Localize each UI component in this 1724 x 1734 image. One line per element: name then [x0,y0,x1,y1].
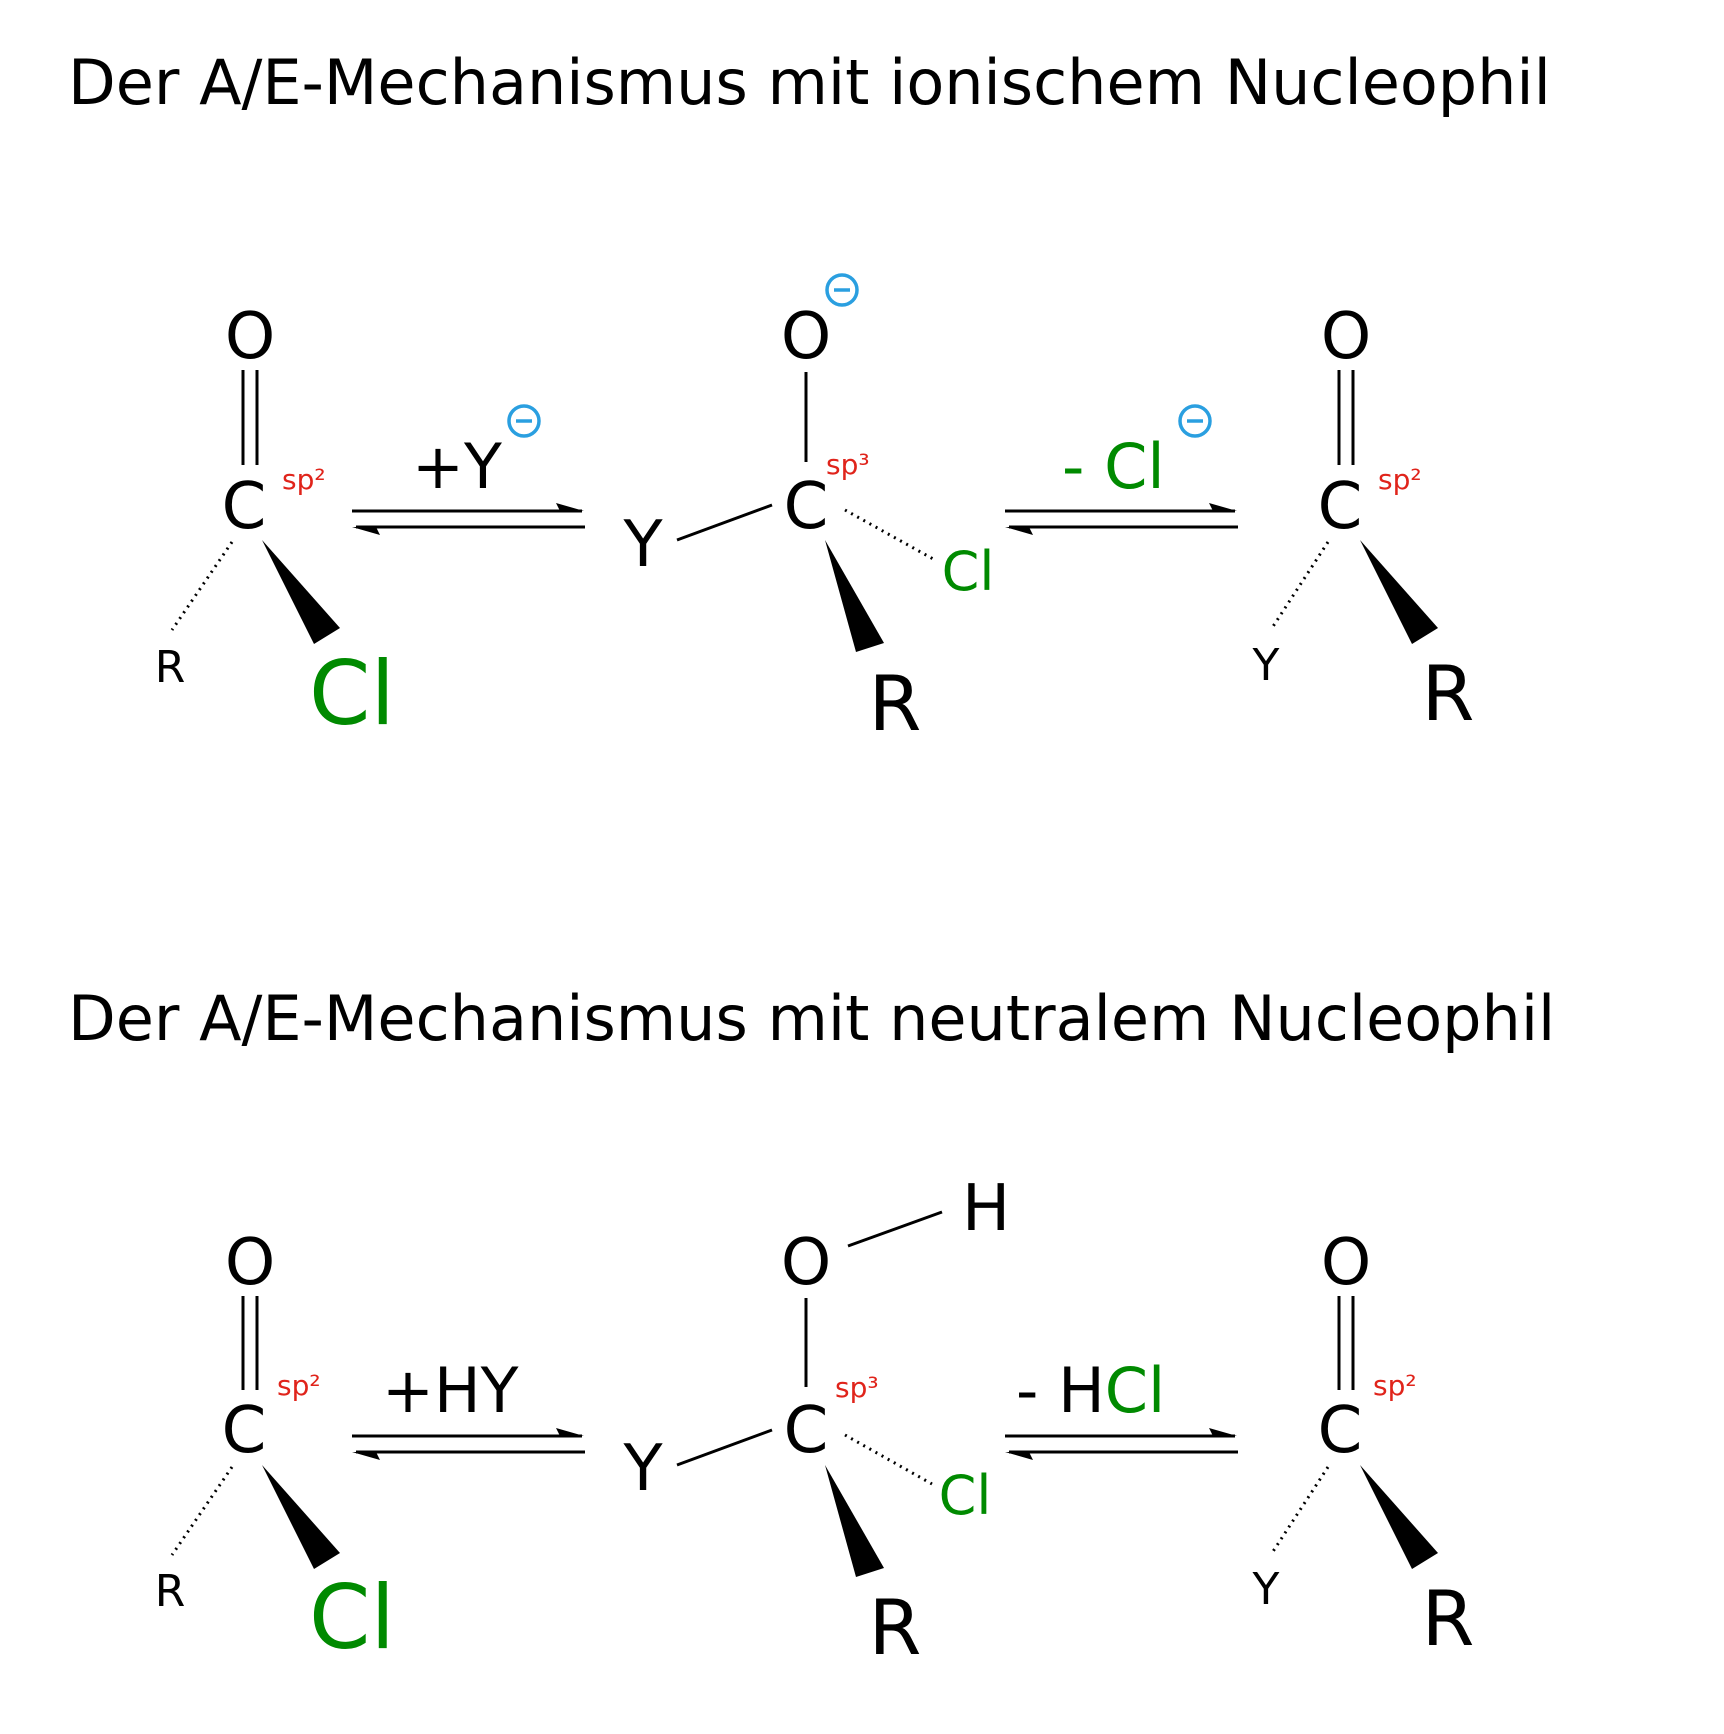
intermediate-oxygen: O [781,1226,831,1300]
intermediate-molecule: O H C sp³ Y Cl R [622,1172,1010,1672]
intermediate-cl: Cl [939,1464,992,1527]
reactant-carbon: C [222,470,267,544]
step2-reagent-cl: Cl [1104,430,1165,503]
intermediate-carbon: C [784,1394,829,1468]
reactant-wedge-bond [262,1465,340,1569]
product-wedge-bond [1360,1465,1438,1569]
product-molecule: O C sp² Y R [1252,1226,1475,1663]
intermediate-oxygen: O [781,300,831,374]
equilibrium-arrows-icon [1005,503,1238,535]
intermediate-y: Y [622,508,663,582]
negative-charge-circle-icon [825,273,859,307]
step2-reagent: - Cl [1062,430,1165,503]
intermediate-o-h-bond [847,1210,943,1248]
step2-reagent-cl: Cl [1105,1354,1166,1427]
intermediate-hydrogen: H [962,1172,1010,1246]
step2-reagent-prefix: - H [1016,1354,1105,1427]
product-wedge-bond [1360,540,1438,644]
reactant-hybridization: sp² [282,463,326,496]
product-hybridization: sp² [1378,463,1422,496]
intermediate-r: R [869,659,922,748]
product-dashed-bond [1270,541,1330,629]
reactant-cl: Cl [309,1566,395,1669]
negative-charge-circle-icon [507,404,541,438]
intermediate-wedge-bond [825,1465,884,1577]
intermediate-r: R [869,1583,922,1672]
product-r: R [1422,1574,1475,1663]
intermediate-hybridization: sp³ [826,448,870,481]
intermediate-dashed-bond [844,508,936,562]
reactant-molecule: O C sp² R Cl [155,300,395,745]
product-oxygen: O [1321,300,1371,374]
equilibrium-arrows-icon [1005,1428,1238,1460]
product-y: Y [1252,640,1280,691]
reactant-wedge-bond [262,540,340,644]
intermediate-y: Y [622,1432,663,1506]
product-dashed-bond [1270,1466,1330,1554]
negative-charge-circle-icon [1178,404,1212,438]
reactant-dashed-bond [170,1466,234,1556]
intermediate-hybridization: sp³ [835,1371,879,1404]
reactant-hybridization: sp² [277,1369,321,1402]
intermediate-wedge-bond [825,540,884,652]
step1-reagent: +HY [382,1354,519,1427]
intermediate-y-c-bond [676,503,773,542]
intermediate-y-c-bond [676,1428,773,1467]
reactant-cl: Cl [309,642,395,745]
intermediate-dashed-bond [844,1433,933,1486]
product-carbon: C [1318,470,1363,544]
intermediate-carbon: C [784,470,829,544]
intermediate-molecule: O C sp³ Y Cl R [622,273,995,748]
reactant-r: R [155,1566,186,1617]
product-hybridization: sp² [1373,1369,1417,1402]
reactant-oxygen: O [225,300,275,374]
step2-reagent-prefix: - [1062,430,1104,503]
reactant-molecule: O C sp² R Cl [155,1226,395,1669]
product-oxygen: O [1321,1226,1371,1300]
scheme-2-title: Der A/E-Mechanismus mit neutralem Nucleo… [68,982,1556,1055]
step1-reagent: +Y [412,430,502,503]
reactant-r: R [155,642,186,693]
intermediate-cl: Cl [942,540,995,603]
product-molecule: O C sp² Y R [1252,300,1475,738]
product-r: R [1422,649,1475,738]
product-y: Y [1252,1564,1280,1615]
reactant-carbon: C [222,1394,267,1468]
scheme-1-title: Der A/E-Mechanismus mit ionischem Nucleo… [68,46,1551,119]
step2-reagent: - HCl [1016,1354,1165,1427]
product-carbon: C [1318,1394,1363,1468]
reactant-oxygen: O [225,1226,275,1300]
equilibrium-arrows-icon [352,1428,585,1460]
equilibrium-arrows-icon [352,503,585,535]
